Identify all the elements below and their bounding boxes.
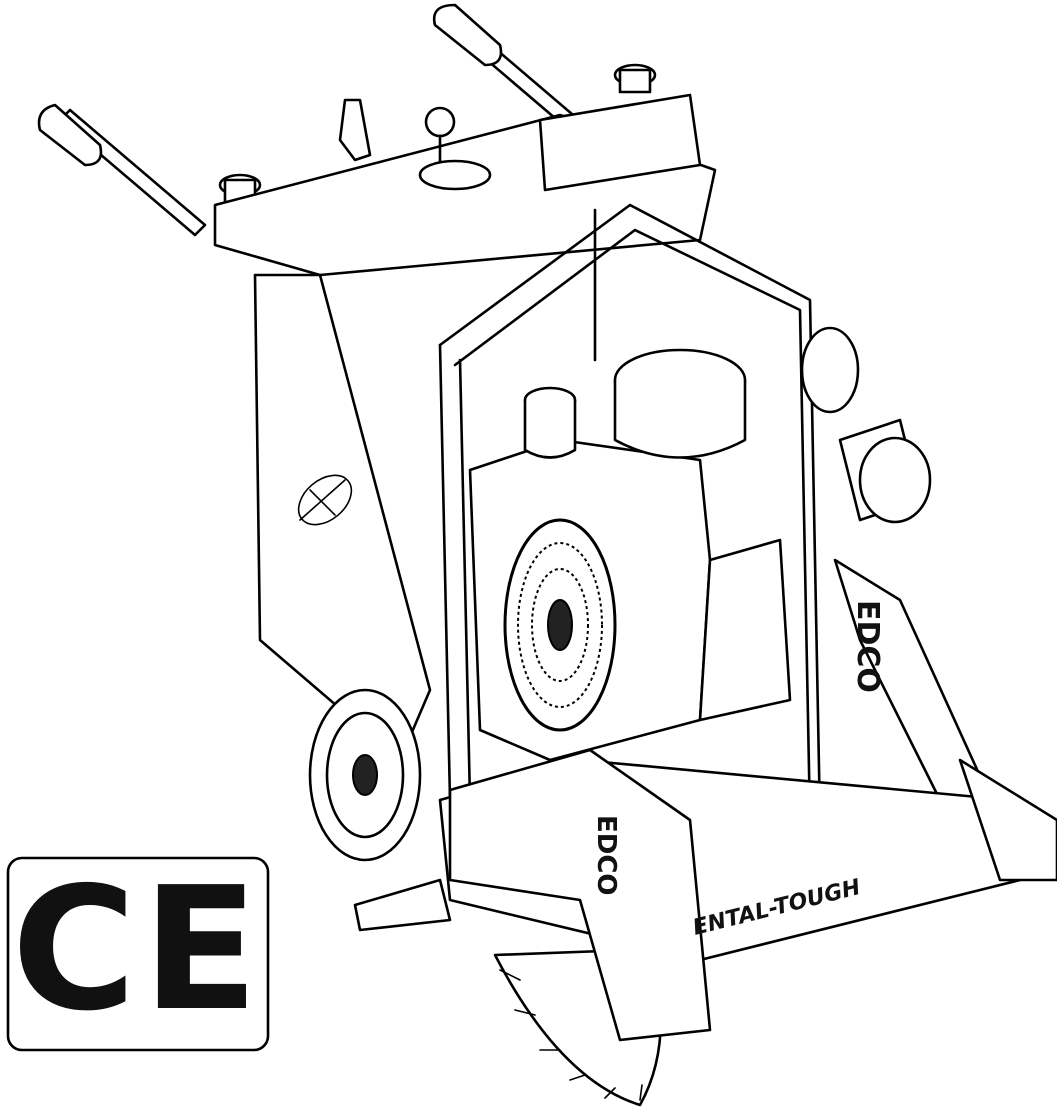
ce-mark: CE [6,851,270,1052]
blade-guard: EDCO [448,748,712,1042]
engine-fan-grille [503,518,617,732]
front-brand-label: EDCO [591,815,621,896]
side-brand-label: EDCO [850,600,885,693]
roll-cage [438,203,822,822]
exhaust-pipe [800,326,932,524]
ce-mark-text: CE [12,851,265,1049]
rear-wheel [308,688,422,862]
side-logo-icon [297,474,353,526]
